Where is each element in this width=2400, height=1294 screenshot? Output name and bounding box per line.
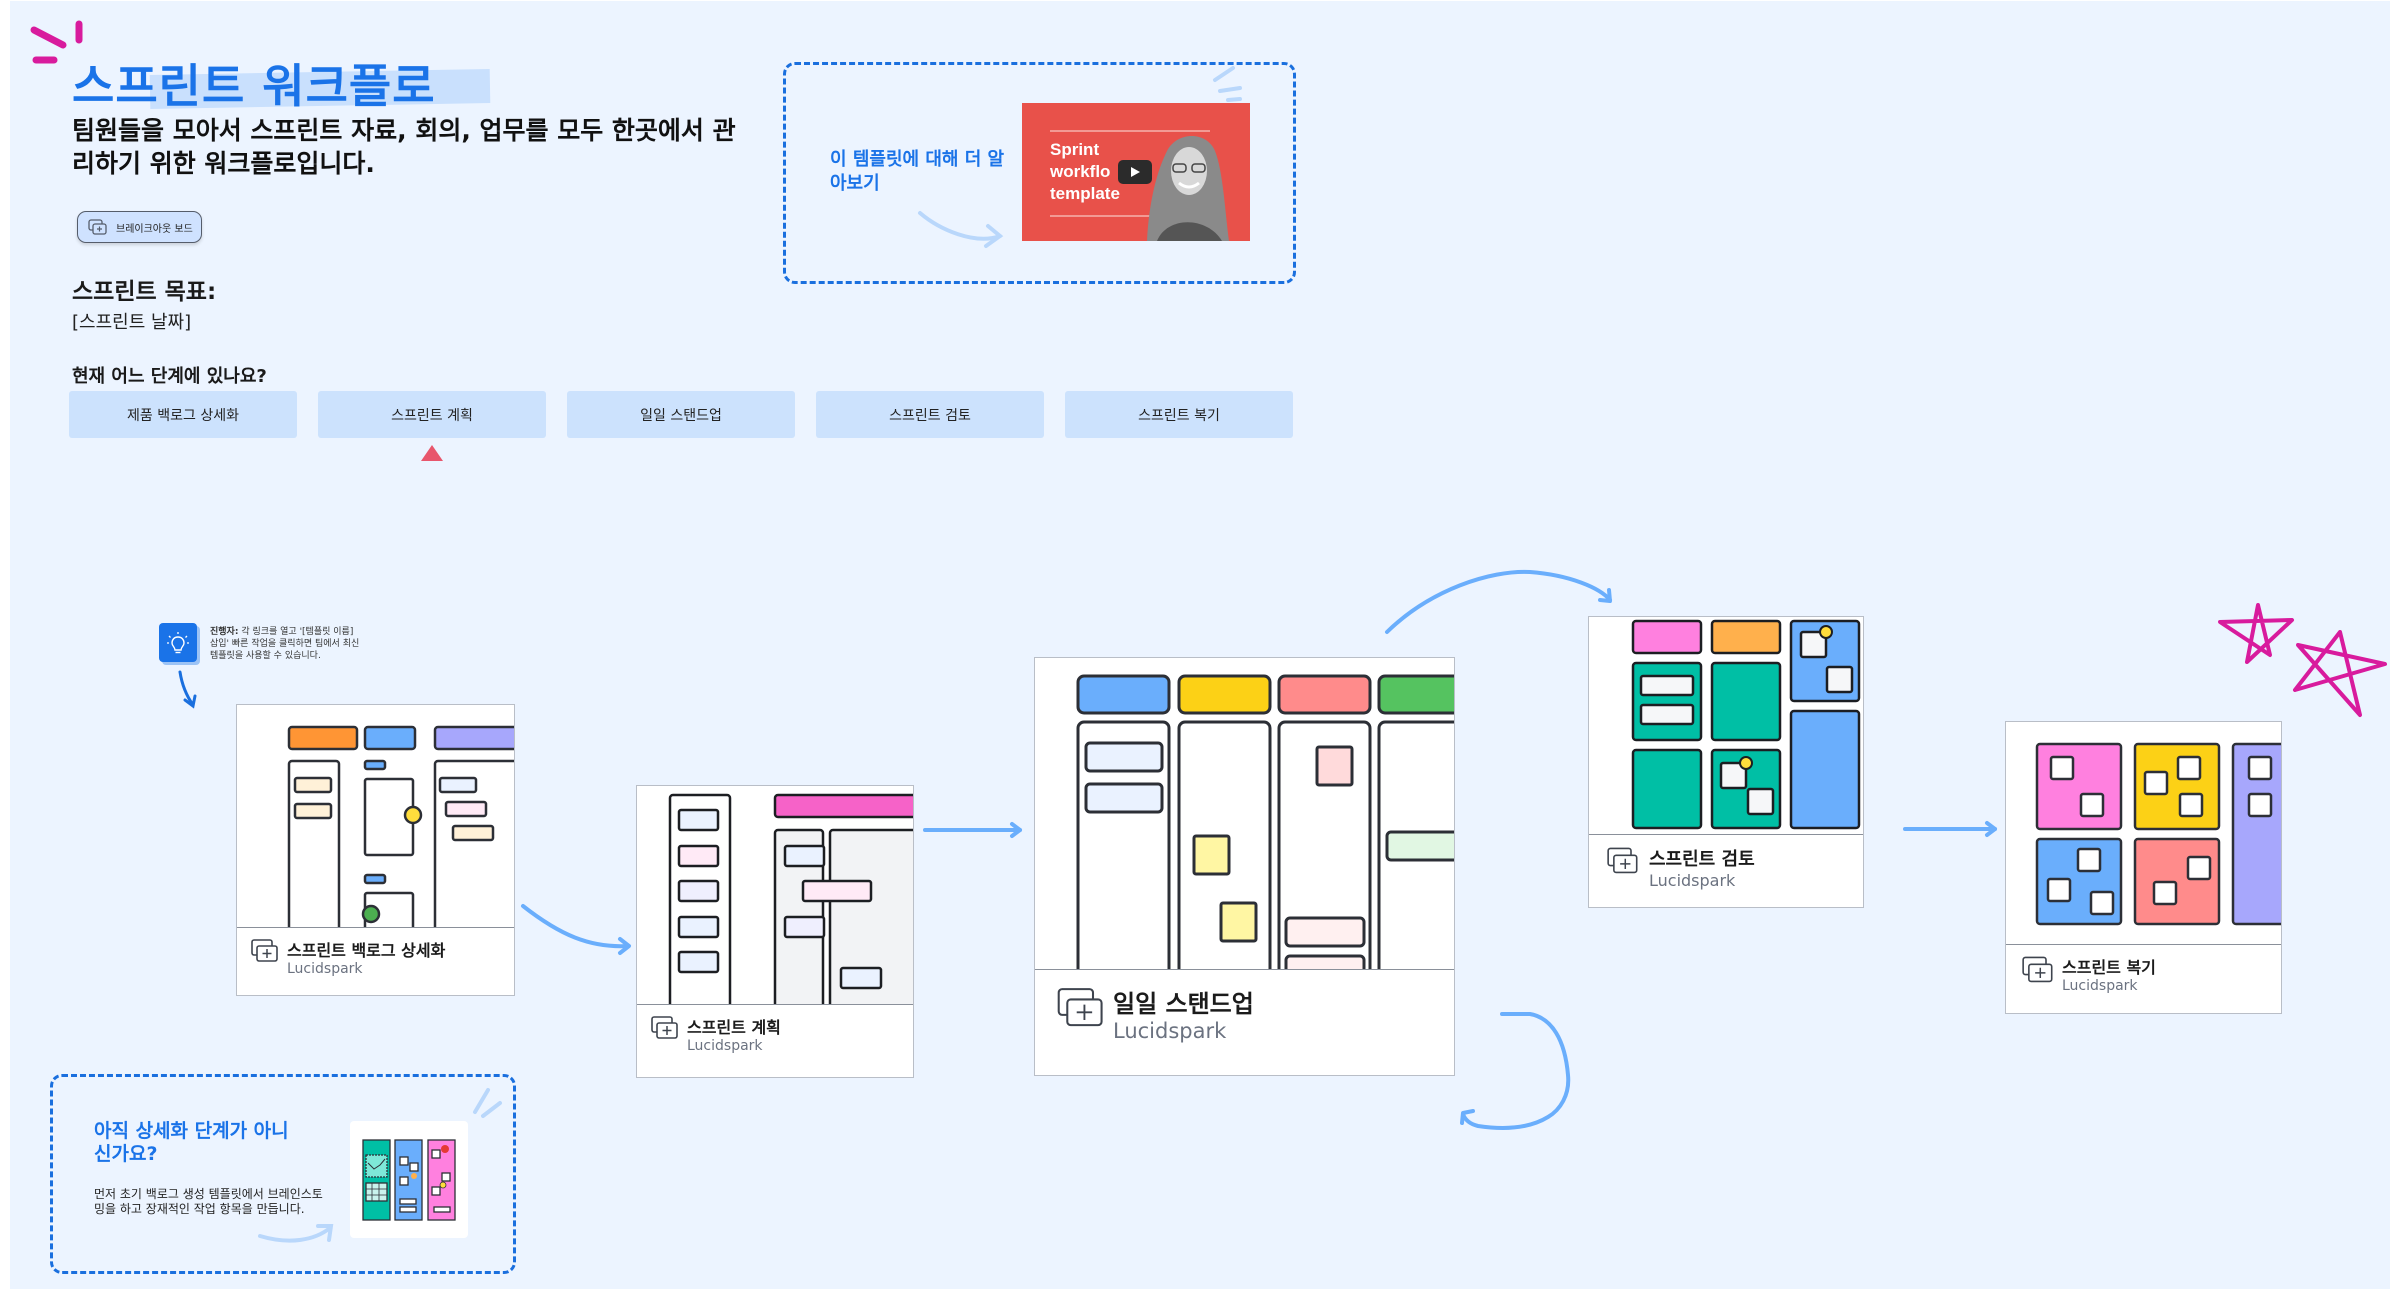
sprint-goal-heading: 스프린트 목표:: [72, 279, 217, 305]
not-refining-yet-box: [50, 1074, 516, 1274]
card-thumbnail: [1035, 658, 1454, 970]
board-plus-icon: [1607, 847, 1638, 874]
card-title: 스프린트 복기: [2062, 958, 2156, 977]
learn-more-box: [783, 62, 1296, 284]
lightbulb-icon: [159, 623, 197, 662]
learn-more-link[interactable]: 이 템플릿에 대해 더 알아보기: [830, 149, 1005, 194]
template-card-standup[interactable]: 일일 스탠드업 Lucidspark: [1034, 657, 1455, 1076]
board-plus-icon: [2022, 956, 2053, 983]
card-footer: 스프린트 백로그 상세화 Lucidspark: [251, 937, 514, 995]
card-source: Lucidspark: [1113, 1019, 1227, 1043]
not-refining-yet-body: 먼저 초기 백로그 생성 템플릿에서 브레인스토밍을 하고 장재적인 작업 항목…: [94, 1187, 323, 1216]
board-plus-icon: [251, 939, 278, 962]
video-title: Sprint workflo template: [1050, 140, 1120, 203]
breakout-board-button[interactable]: 브레이크아웃 보드: [77, 211, 202, 243]
stage-button-planning[interactable]: 스프린트 계획: [318, 391, 546, 438]
card-footer: 스프린트 복기 Lucidspark: [2022, 954, 2281, 1013]
video-thumbnail[interactable]: Sprint workflo template: [1022, 103, 1250, 241]
presenter-photo: [1147, 136, 1229, 241]
card-footer: 스프린트 검토 Lucidspark: [1605, 845, 1863, 907]
stage-button-backlog[interactable]: 제품 백로그 상세화: [69, 391, 297, 438]
not-refining-yet-heading: 아직 상세화 단계가 아니신가요?: [94, 1120, 289, 1165]
stage-button-standup[interactable]: 일일 스탠드업: [567, 391, 795, 438]
board-plus-icon: [651, 1016, 678, 1039]
template-card-backlog[interactable]: 스프린트 백로그 상세화 Lucidspark: [236, 704, 515, 996]
facilitator-tip: 진행자: 각 링크를 열고 '[템플릿 이름] 삽입' 빠른 작업을 클릭하면 …: [210, 627, 360, 661]
card-title: 스프린트 검토: [1649, 849, 1755, 870]
template-card-planning[interactable]: 스프린트 계획 Lucidspark: [636, 785, 914, 1078]
stage-question: 현재 어느 단계에 있나요?: [72, 366, 267, 387]
play-button[interactable]: [1118, 160, 1152, 184]
card-footer: 스프린트 계획 Lucidspark: [651, 1014, 913, 1077]
card-thumbnail: [1589, 617, 1863, 835]
sprint-date-field[interactable]: [스프린트 날짜]: [72, 312, 192, 333]
play-icon: [1131, 167, 1140, 177]
card-title: 스프린트 백로그 상세화: [287, 941, 446, 960]
card-title: 일일 스탠드업: [1113, 990, 1254, 1018]
page-title: 스프린트 워크플로: [72, 59, 436, 113]
backlog-template-thumbnail[interactable]: [350, 1121, 468, 1238]
card-source: Lucidspark: [687, 1038, 763, 1054]
card-thumbnail: [237, 705, 514, 928]
breakout-board-label: 브레이크아웃 보드: [116, 223, 193, 235]
board-plus-icon: [88, 218, 107, 235]
current-stage-marker: [421, 445, 443, 461]
card-footer: 일일 스탠드업 Lucidspark: [1057, 984, 1454, 1075]
card-title: 스프린트 계획: [687, 1018, 781, 1037]
template-card-review[interactable]: 스프린트 검토 Lucidspark: [1588, 616, 1864, 908]
stage-button-retro[interactable]: 스프린트 복기: [1065, 391, 1293, 438]
card-thumbnail: [637, 786, 913, 1005]
board-plus-icon: [1057, 988, 1103, 1027]
stage-button-review[interactable]: 스프린트 검토: [816, 391, 1044, 438]
card-source: Lucidspark: [1649, 871, 1736, 890]
card-thumbnail: [2006, 722, 2281, 945]
page-subtitle: 팀원들을 모아서 스프린트 자료, 회의, 업무를 모두 한곳에서 관리하기 위…: [72, 116, 736, 178]
template-card-retro[interactable]: 스프린트 복기 Lucidspark: [2005, 721, 2282, 1014]
card-source: Lucidspark: [287, 961, 363, 977]
card-source: Lucidspark: [2062, 978, 2138, 994]
